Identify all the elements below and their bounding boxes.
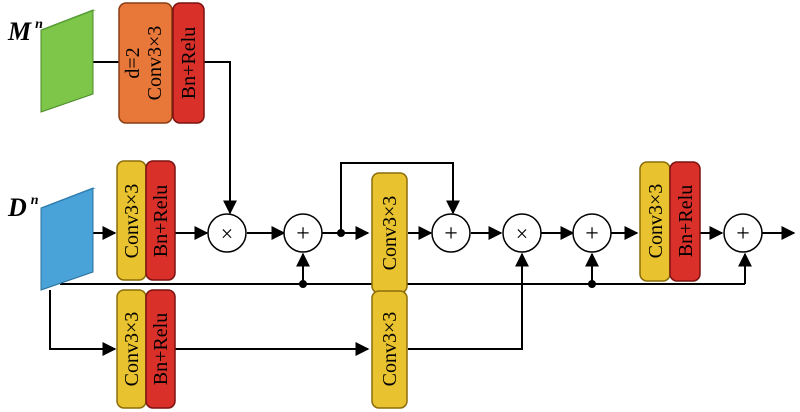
bnrelu-label: Bn+Relu	[675, 185, 697, 257]
junction-dot	[588, 280, 596, 288]
conv-label: Conv3×3	[379, 196, 401, 271]
conv-block-2: Conv3×3	[371, 172, 408, 294]
multiply-node-2: ×	[502, 213, 542, 253]
add-node-2: +	[431, 213, 471, 253]
bnrelu-block-1: Bn+Relu	[145, 160, 176, 281]
conv-label: Conv3×3	[121, 312, 143, 387]
multiply-node-1: ×	[207, 213, 247, 253]
bnrelu-block-lower: Bn+Relu	[145, 289, 176, 409]
add-symbol: +	[296, 221, 310, 247]
junction-dot	[299, 280, 307, 288]
add-node-4: +	[723, 213, 763, 253]
conv-label: Conv3×3	[379, 312, 401, 387]
bnrelu-block-2: Bn+Relu	[669, 161, 701, 282]
d-tensor	[40, 187, 96, 291]
conv-block-1: Conv3×3	[116, 160, 147, 281]
add-symbol: +	[444, 221, 458, 247]
multiply-symbol: ×	[221, 221, 233, 246]
bnrelu-label: Bn+Relu	[150, 185, 172, 257]
bnrelu-label: Bn+Relu	[178, 27, 200, 99]
conv-block-3: Conv3×3	[371, 290, 408, 409]
conv-label: Conv3×3	[121, 184, 143, 259]
bnrelu-label: Bn+Relu	[150, 313, 172, 385]
add-node-3: +	[572, 213, 612, 253]
conv-label: Conv3×3	[645, 184, 667, 259]
m-tensor	[40, 9, 96, 113]
dilated-conv-label: Conv3×3	[144, 26, 166, 101]
add-symbol: +	[585, 221, 599, 247]
multiply-symbol: ×	[516, 221, 528, 246]
bnrelu-block-top: Bn+Relu	[172, 2, 205, 124]
dilated-conv-block: d=2 Conv3×3	[118, 2, 173, 124]
add-node-1: +	[283, 213, 323, 253]
add-symbol: +	[736, 221, 750, 247]
conv-block-4: Conv3×3	[639, 161, 671, 282]
conv-block-lower: Conv3×3	[116, 289, 147, 409]
junction-dot	[337, 229, 345, 237]
dilation-label: d=2	[122, 47, 144, 78]
